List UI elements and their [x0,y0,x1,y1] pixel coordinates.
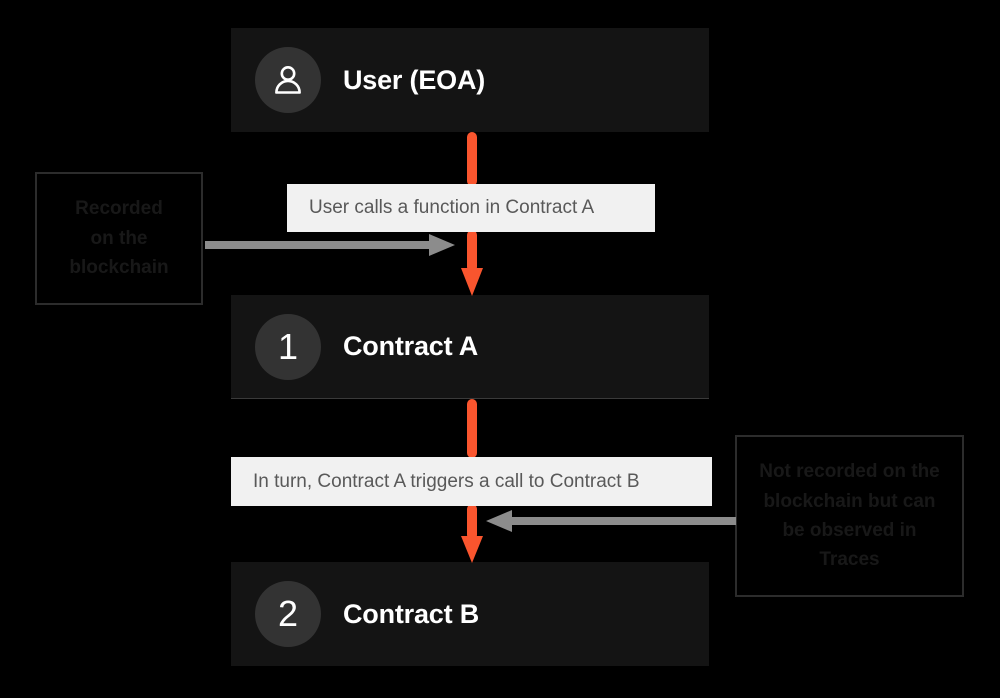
step-number-2: 2 [277,593,299,634]
connector-arrow-right [486,508,736,534]
person-icon [270,62,306,98]
annotation-left-line-2: on the [90,227,148,249]
annotation-left-line-3: blockchain [69,257,169,279]
caption-a-to-b-text: In turn, Contract A triggers a call to C… [253,470,640,492]
person-icon-badge [255,47,321,113]
annotation-right-line-2: blockchain but can [763,490,936,512]
node-contract-b[interactable]: 2 Contract B [231,562,709,666]
arrow-a-to-b-shaft-upper [461,399,483,458]
annotation-recorded-on-blockchain: Recorded on the blockchain [35,172,203,305]
annotation-right-line-1: Not recorded on the [759,461,940,483]
arrow-user-to-a-head [461,230,483,296]
annotation-right-line-4: Traces [819,549,880,571]
caption-user-to-a: User calls a function in Contract A [287,184,655,232]
caption-user-to-a-text: User calls a function in Contract A [309,197,595,218]
node-contract-b-label: Contract B [343,598,480,629]
annotation-not-recorded-traces: Not recorded on the blockchain but can b… [735,435,964,597]
arrow-user-to-a-shaft-upper [461,132,483,186]
node-user-label: User (EOA) [343,64,486,95]
arrow-a-to-b-head [461,504,483,563]
connector-arrow-left [205,232,455,258]
annotation-left-line-1: Recorded [75,198,163,220]
caption-a-to-b: In turn, Contract A triggers a call to C… [231,457,712,506]
node-user[interactable]: User (EOA) [231,28,709,132]
step-number-badge-1: 1 [255,313,321,380]
node-contract-a[interactable]: 1 Contract A [231,295,709,399]
annotation-right-line-3: be observed in [782,520,917,541]
step-number-1: 1 [277,325,299,367]
node-contract-a-label: Contract A [343,331,479,361]
step-number-badge-2: 2 [255,581,321,647]
